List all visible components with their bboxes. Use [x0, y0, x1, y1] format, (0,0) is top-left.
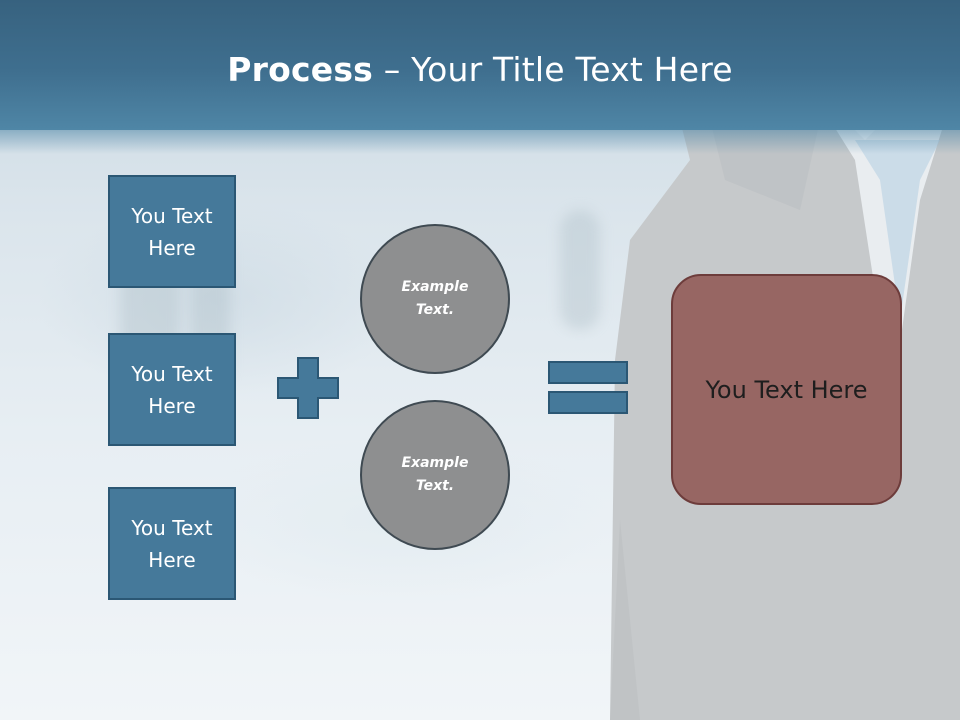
- page-title: Process – Your Title Text Here: [0, 50, 960, 89]
- input-box[interactable]: You Text Here: [108, 175, 236, 288]
- title-bold: Process: [227, 50, 374, 89]
- input-box[interactable]: You Text Here: [108, 487, 236, 600]
- title-band: [0, 0, 960, 154]
- equals-icon: [548, 361, 628, 414]
- plus-icon: [277, 357, 339, 419]
- title-rest: – Your Title Text Here: [373, 50, 733, 89]
- input-box[interactable]: You Text Here: [108, 333, 236, 446]
- operand-circle[interactable]: Example Text.: [360, 400, 510, 550]
- result-box[interactable]: You Text Here: [671, 274, 902, 505]
- operand-circle[interactable]: Example Text.: [360, 224, 510, 374]
